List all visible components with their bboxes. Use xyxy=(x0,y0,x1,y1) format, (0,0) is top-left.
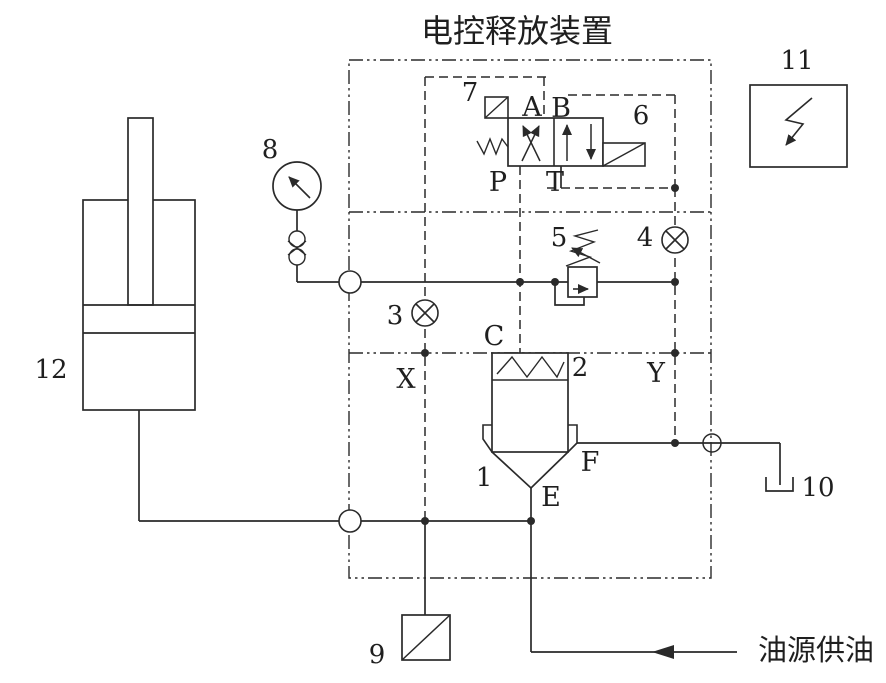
supply-flow-arrow xyxy=(652,645,674,659)
labels: 电控释放装置 油源供油 7 6 8 5 4 3 2 1 12 10 11 9 A… xyxy=(34,12,874,670)
label-8: 8 xyxy=(262,135,279,165)
cylinder-rod xyxy=(127,117,154,306)
cartridge-spring xyxy=(496,355,565,379)
label-10: 10 xyxy=(801,473,834,503)
test-point-3 xyxy=(411,299,439,327)
cartridge-poppet-cone xyxy=(491,451,569,490)
port-p-label: P xyxy=(489,167,507,198)
label-4: 4 xyxy=(637,223,654,253)
cartridge-left-wing xyxy=(482,424,493,453)
cylinder-piston xyxy=(83,304,195,334)
relief-valve xyxy=(565,229,601,298)
boundary-connectors xyxy=(338,270,722,533)
crossed-arrow-2 xyxy=(522,125,541,162)
relief-pilot-loop xyxy=(554,282,585,306)
bulkhead-connector-cylinder xyxy=(338,509,362,533)
valve-return-spring xyxy=(476,137,509,156)
directional-valve xyxy=(476,96,646,167)
relief-spring xyxy=(565,229,599,267)
port-x-label: X xyxy=(396,364,416,395)
relief-adjust-arrow xyxy=(571,247,601,264)
label-12: 12 xyxy=(34,355,67,385)
label-3: 3 xyxy=(387,301,404,331)
label-11: 11 xyxy=(780,46,813,76)
cartridge-valve xyxy=(482,352,578,490)
gauge-needle xyxy=(288,176,311,199)
port-c-label: C xyxy=(484,321,505,352)
solenoid-6 xyxy=(602,142,646,167)
pressure-gauge xyxy=(272,161,322,266)
port-b-label: B xyxy=(551,93,571,124)
label-6: 6 xyxy=(633,101,650,131)
port-y-label: Y xyxy=(646,358,666,389)
junction-dots xyxy=(421,184,679,525)
label-7: 7 xyxy=(462,78,479,108)
label-1: 1 xyxy=(476,463,493,493)
test-point-4 xyxy=(661,226,689,254)
supply-source-label: 油源供油 xyxy=(758,633,874,667)
port-f-label: F xyxy=(581,447,600,478)
bulkhead-connector-tank xyxy=(702,433,722,453)
pilot-lines-and-subframes xyxy=(424,76,676,521)
lightning-icon xyxy=(784,97,813,146)
filter-box xyxy=(401,614,451,661)
label-2: 2 xyxy=(572,353,589,383)
diagram-title: 电控释放装置 xyxy=(421,12,613,50)
electric-control-box xyxy=(749,84,848,168)
port-a-label: A xyxy=(521,92,542,123)
cartridge-right-wing xyxy=(567,424,578,453)
bulkhead-connector-gauge xyxy=(338,270,362,294)
label-5: 5 xyxy=(551,223,568,253)
main-lines xyxy=(138,166,781,653)
hydraulic-cylinder xyxy=(82,117,196,411)
port-t-label: T xyxy=(546,167,564,198)
tank-symbol xyxy=(765,477,794,492)
gauge-shutoff-valve xyxy=(287,230,307,266)
label-9: 9 xyxy=(369,640,386,670)
solenoid-7 xyxy=(484,96,509,119)
port-e-label: E xyxy=(541,482,561,513)
crossed-arrow-1 xyxy=(521,125,540,162)
